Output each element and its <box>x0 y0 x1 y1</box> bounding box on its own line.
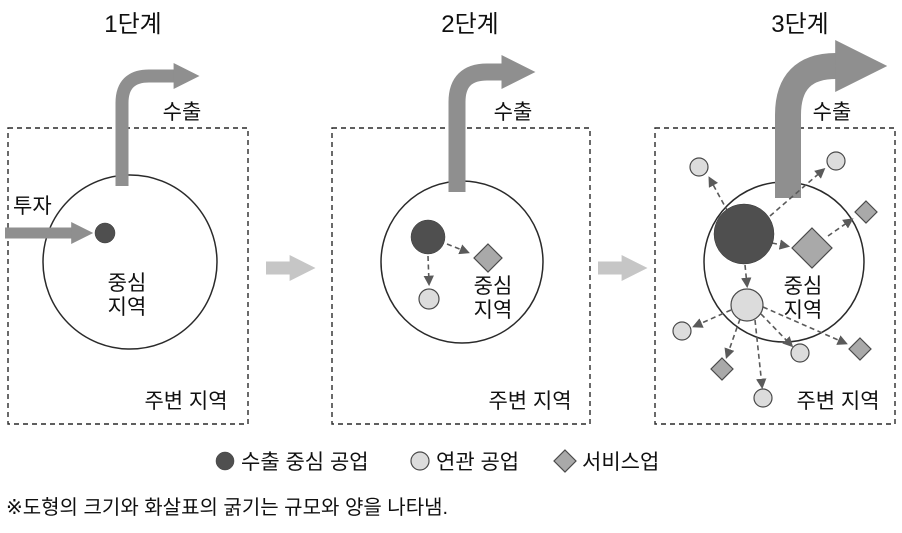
stage-3-service-diamond-right <box>854 200 878 224</box>
stage-3-service-diamond-bottomright <box>848 337 872 361</box>
legend-label-export-industry: 수출 중심 공업 <box>241 451 369 474</box>
stage-3-related-industry-dot-left <box>672 321 692 341</box>
stage-3-export-industry-dot <box>713 203 775 265</box>
stage-2-center-label-line2: 지역 <box>474 299 513 322</box>
stage-3-link-light-to-bottomright-diamond <box>762 306 848 345</box>
stage-1-center-label-line1: 중심 <box>108 272 147 295</box>
stage-3-service-diamond-large <box>791 227 833 269</box>
stage-3-link-light-to-left <box>692 309 732 328</box>
stage-2-export-industry-dot <box>410 219 446 255</box>
stage-3-link-light-to-bottomright <box>760 313 794 348</box>
stage-3-link-dark-to-diamond <box>771 239 791 250</box>
stage-3-link-light-to-bottom <box>754 319 767 390</box>
stage-3-link-dark-to-topleft <box>708 176 729 213</box>
stage-1-center-label-line2: 지역 <box>108 296 147 319</box>
stage-1-export-arrow <box>115 63 200 186</box>
stage-3-center-label-line1: 중심 <box>784 275 823 298</box>
stage-2-center-region-circle <box>380 180 544 344</box>
stage-3-link-light-to-bottomleft-diamond <box>724 318 741 359</box>
legend-dark-circle-icon <box>215 451 235 471</box>
stage-3-link-dark-to-topright <box>769 167 826 217</box>
stage-2-center-label-line1: 중심 <box>474 275 513 298</box>
stage-3-link-diamond-to-right-diamond <box>827 218 854 237</box>
stage-2-related-industry-dot <box>418 288 440 310</box>
stage-3-export-label: 수출 <box>813 101 852 124</box>
stage-1-periphery-label: 주변 지역 <box>144 390 227 413</box>
stage-3-link-dark-to-light <box>741 264 752 289</box>
stage-2-service-diamond <box>473 243 503 273</box>
stage-2-link-dark-to-light <box>423 255 434 287</box>
stage-3-related-industry-dot-bottomright <box>790 343 810 363</box>
legend-diamond-icon <box>553 449 577 473</box>
stage-3-related-industry-dot-topleft <box>689 157 709 177</box>
stage-3-export-arrow <box>775 40 888 198</box>
stage-1-center-region-circle <box>42 174 218 350</box>
stage-3-service-diamond-bottomleft <box>710 357 734 381</box>
stage-3-related-industry-dot-large <box>730 288 764 322</box>
stage-1-invest-label: 투자 <box>13 195 52 218</box>
stage-2: 2단계 수출 중심 지역 주변 지역 <box>331 11 591 425</box>
stage-1: 1단계 투자 수출 중심 지역 주변 지역 <box>5 11 249 425</box>
stage-2-export-arrow <box>448 55 536 192</box>
stage-2-link-dark-to-diamond <box>446 243 470 255</box>
stage-3-related-industry-dot-bottom <box>753 388 773 408</box>
stage-3-title: 3단계 <box>771 11 829 38</box>
legend-light-circle-icon <box>410 451 430 471</box>
stage-3: 3단계 수출 중심 지역 주변 지역 <box>654 11 896 425</box>
stage-2-title: 2단계 <box>441 11 499 38</box>
stage-1-export-industry-dot <box>94 222 116 244</box>
footnote: ※도형의 크기와 화살표의 굵기는 규모와 양을 나타냄. <box>6 496 448 519</box>
stage-1-title: 1단계 <box>104 11 162 38</box>
stage-3-periphery-label: 주변 지역 <box>796 390 879 413</box>
legend: 수출 중심 공업 연관 공업 서비스업 <box>215 449 659 474</box>
stage-1-export-label: 수출 <box>163 101 202 124</box>
stage-2-export-label: 수출 <box>494 101 533 124</box>
stage-3-center-label-line2: 지역 <box>784 299 823 322</box>
stage-3-related-industry-dot-topright <box>826 151 846 171</box>
legend-label-related-industry: 연관 공업 <box>436 451 519 474</box>
stage-2-periphery-label: 주변 지역 <box>488 390 571 413</box>
legend-label-services: 서비스업 <box>582 451 659 474</box>
